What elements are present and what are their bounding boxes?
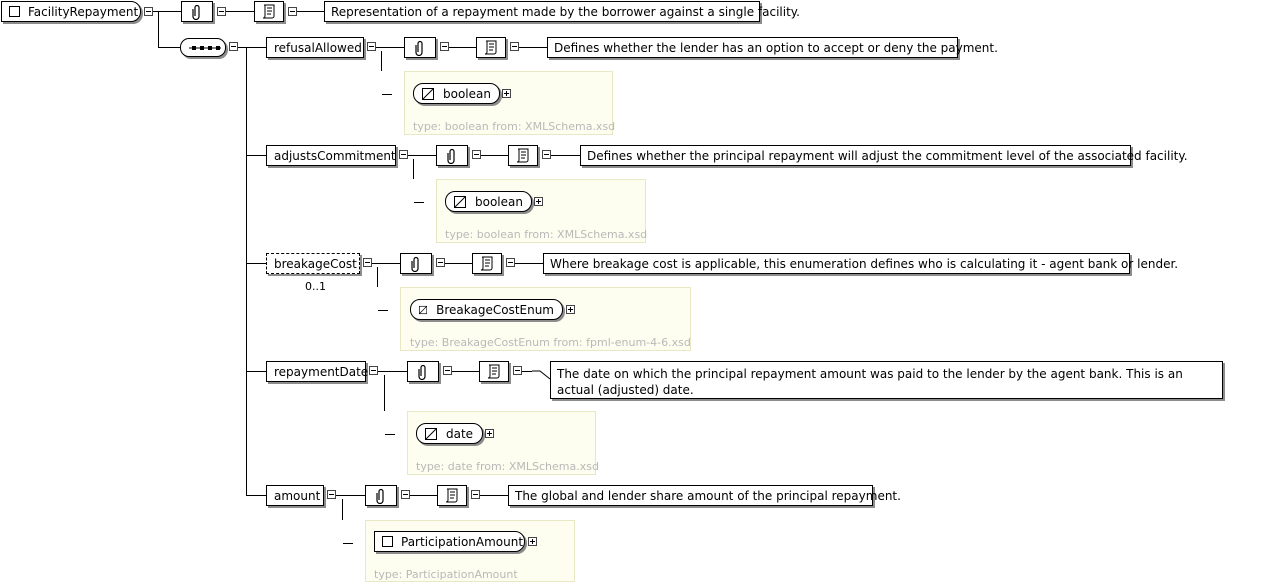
paperclip-icon bbox=[411, 256, 419, 272]
element-amount[interactable]: amount bbox=[266, 485, 324, 506]
annotation-box[interactable] bbox=[436, 145, 468, 166]
collapse-toggle-icon[interactable] bbox=[367, 42, 376, 51]
collapse-toggle-icon[interactable] bbox=[440, 42, 449, 51]
element-documentation: The date on which the principal repaymen… bbox=[550, 361, 1223, 399]
root-element-name: FacilityRepayment bbox=[28, 4, 139, 19]
element-documentation: Defines whether the lender has an option… bbox=[547, 37, 998, 58]
root-documentation: Representation of a repayment made by th… bbox=[324, 1, 800, 22]
documentation-box[interactable] bbox=[476, 37, 506, 58]
type-label: type: boolean from: XMLSchema.xsd bbox=[413, 120, 616, 133]
collapse-toggle-icon[interactable] bbox=[399, 150, 408, 159]
collapse-toggle-icon[interactable] bbox=[369, 366, 378, 375]
sequence-compositor[interactable] bbox=[180, 38, 226, 57]
element-documentation: Where breakage cost is applicable, this … bbox=[543, 253, 1178, 274]
type-name: date bbox=[446, 426, 474, 441]
paperclip-icon bbox=[447, 148, 455, 164]
documentation-text: Where breakage cost is applicable, this … bbox=[550, 256, 1179, 271]
type-name: boolean bbox=[475, 194, 523, 209]
element-breakage-cost[interactable]: breakageCost bbox=[266, 253, 360, 274]
annotation-box[interactable] bbox=[365, 485, 397, 506]
collapse-toggle-icon[interactable] bbox=[436, 258, 445, 267]
collapse-toggle-icon[interactable] bbox=[472, 150, 481, 159]
element-documentation: Defines whether the principal repayment … bbox=[580, 145, 1188, 166]
complex-type-box[interactable]: ParticipationAmount bbox=[374, 531, 525, 552]
expand-toggle-icon[interactable] bbox=[502, 89, 511, 98]
simple-type-triangle-icon bbox=[454, 195, 466, 208]
type-name: ParticipationAmount bbox=[401, 534, 524, 549]
collapse-toggle-icon[interactable] bbox=[542, 150, 551, 159]
complex-type-box-icon bbox=[382, 536, 393, 547]
scroll-icon bbox=[484, 40, 497, 55]
documentation-text: Defines whether the principal repayment … bbox=[587, 148, 1188, 163]
documentation-text: Defines whether the lender has an option… bbox=[554, 40, 998, 55]
documentation-text: The global and lender share amount of th… bbox=[515, 488, 901, 503]
expand-toggle-icon[interactable] bbox=[566, 305, 575, 314]
type-label: type: date from: XMLSchema.xsd bbox=[416, 460, 599, 473]
element-repayment-date[interactable]: repaymentDate bbox=[266, 361, 369, 382]
scroll-icon bbox=[445, 488, 458, 503]
simple-type-box[interactable]: BreakageCostEnum bbox=[410, 299, 563, 320]
scroll-icon bbox=[262, 4, 275, 19]
sequence-icon bbox=[189, 46, 221, 50]
collapse-toggle-icon[interactable] bbox=[144, 7, 153, 16]
simple-type-box[interactable]: date bbox=[416, 423, 483, 444]
simple-type-triangle-icon bbox=[425, 427, 437, 440]
element-name: repaymentDate bbox=[274, 364, 369, 379]
expand-toggle-icon[interactable] bbox=[534, 197, 543, 206]
collapse-toggle-icon[interactable] bbox=[506, 258, 515, 267]
expand-toggle-icon[interactable] bbox=[528, 537, 537, 546]
paperclip-icon bbox=[418, 364, 426, 380]
documentation-text: The date on which the principal repaymen… bbox=[557, 367, 1183, 397]
collapse-toggle-icon[interactable] bbox=[471, 490, 480, 499]
annotation-box[interactable] bbox=[400, 253, 432, 274]
element-refusal-allowed[interactable]: refusalAllowed bbox=[266, 37, 364, 58]
annotation-box[interactable] bbox=[181, 1, 213, 22]
type-panel bbox=[382, 71, 613, 135]
documentation-box[interactable] bbox=[508, 145, 538, 166]
documentation-box[interactable] bbox=[254, 1, 284, 22]
simple-type-triangle-icon bbox=[419, 305, 428, 314]
simple-type-triangle-icon bbox=[422, 87, 434, 100]
collapse-toggle-icon[interactable] bbox=[327, 490, 336, 499]
type-label: type: boolean from: XMLSchema.xsd bbox=[445, 228, 648, 241]
cardinality-label: 0..1 bbox=[305, 280, 326, 293]
element-adjusts-commitment[interactable]: adjustsCommitment bbox=[266, 145, 396, 166]
annotation-box[interactable] bbox=[407, 361, 439, 382]
collapse-toggle-icon[interactable] bbox=[363, 258, 372, 267]
element-name: amount bbox=[274, 488, 321, 503]
expand-toggle-icon[interactable] bbox=[485, 429, 494, 438]
collapse-toggle-icon[interactable] bbox=[401, 490, 410, 499]
scroll-icon bbox=[487, 364, 500, 379]
element-name: refusalAllowed bbox=[274, 40, 362, 55]
type-name: boolean bbox=[443, 86, 491, 101]
type-label: type: BreakageCostEnum from: fpml-enum-4… bbox=[410, 336, 691, 349]
documentation-box[interactable] bbox=[479, 361, 509, 382]
collapse-toggle-icon[interactable] bbox=[513, 366, 522, 375]
root-element[interactable]: FacilityRepayment bbox=[1, 1, 141, 22]
type-label: type: ParticipationAmount bbox=[374, 568, 518, 581]
collapse-toggle-icon[interactable] bbox=[443, 366, 452, 375]
simple-type-box[interactable]: boolean bbox=[445, 191, 532, 212]
element-documentation: The global and lender share amount of th… bbox=[508, 485, 901, 506]
simple-type-box[interactable]: boolean bbox=[413, 83, 500, 104]
documentation-text: Representation of a repayment made by th… bbox=[331, 4, 800, 19]
collapse-toggle-icon[interactable] bbox=[217, 7, 226, 16]
collapse-toggle-icon[interactable] bbox=[288, 7, 297, 16]
scroll-icon bbox=[480, 256, 493, 271]
scroll-icon bbox=[516, 148, 529, 163]
paperclip-icon bbox=[376, 488, 384, 504]
collapse-toggle-icon[interactable] bbox=[229, 42, 238, 51]
documentation-box[interactable] bbox=[437, 485, 467, 506]
collapse-toggle-icon[interactable] bbox=[510, 42, 519, 51]
paperclip-icon bbox=[192, 4, 200, 20]
paperclip-icon bbox=[415, 40, 423, 56]
element-name: adjustsCommitment bbox=[274, 148, 396, 163]
documentation-box[interactable] bbox=[472, 253, 502, 274]
type-name: BreakageCostEnum bbox=[436, 302, 554, 317]
element-name: breakageCost bbox=[274, 256, 357, 271]
annotation-box[interactable] bbox=[404, 37, 436, 58]
complex-element-icon bbox=[9, 6, 20, 17]
